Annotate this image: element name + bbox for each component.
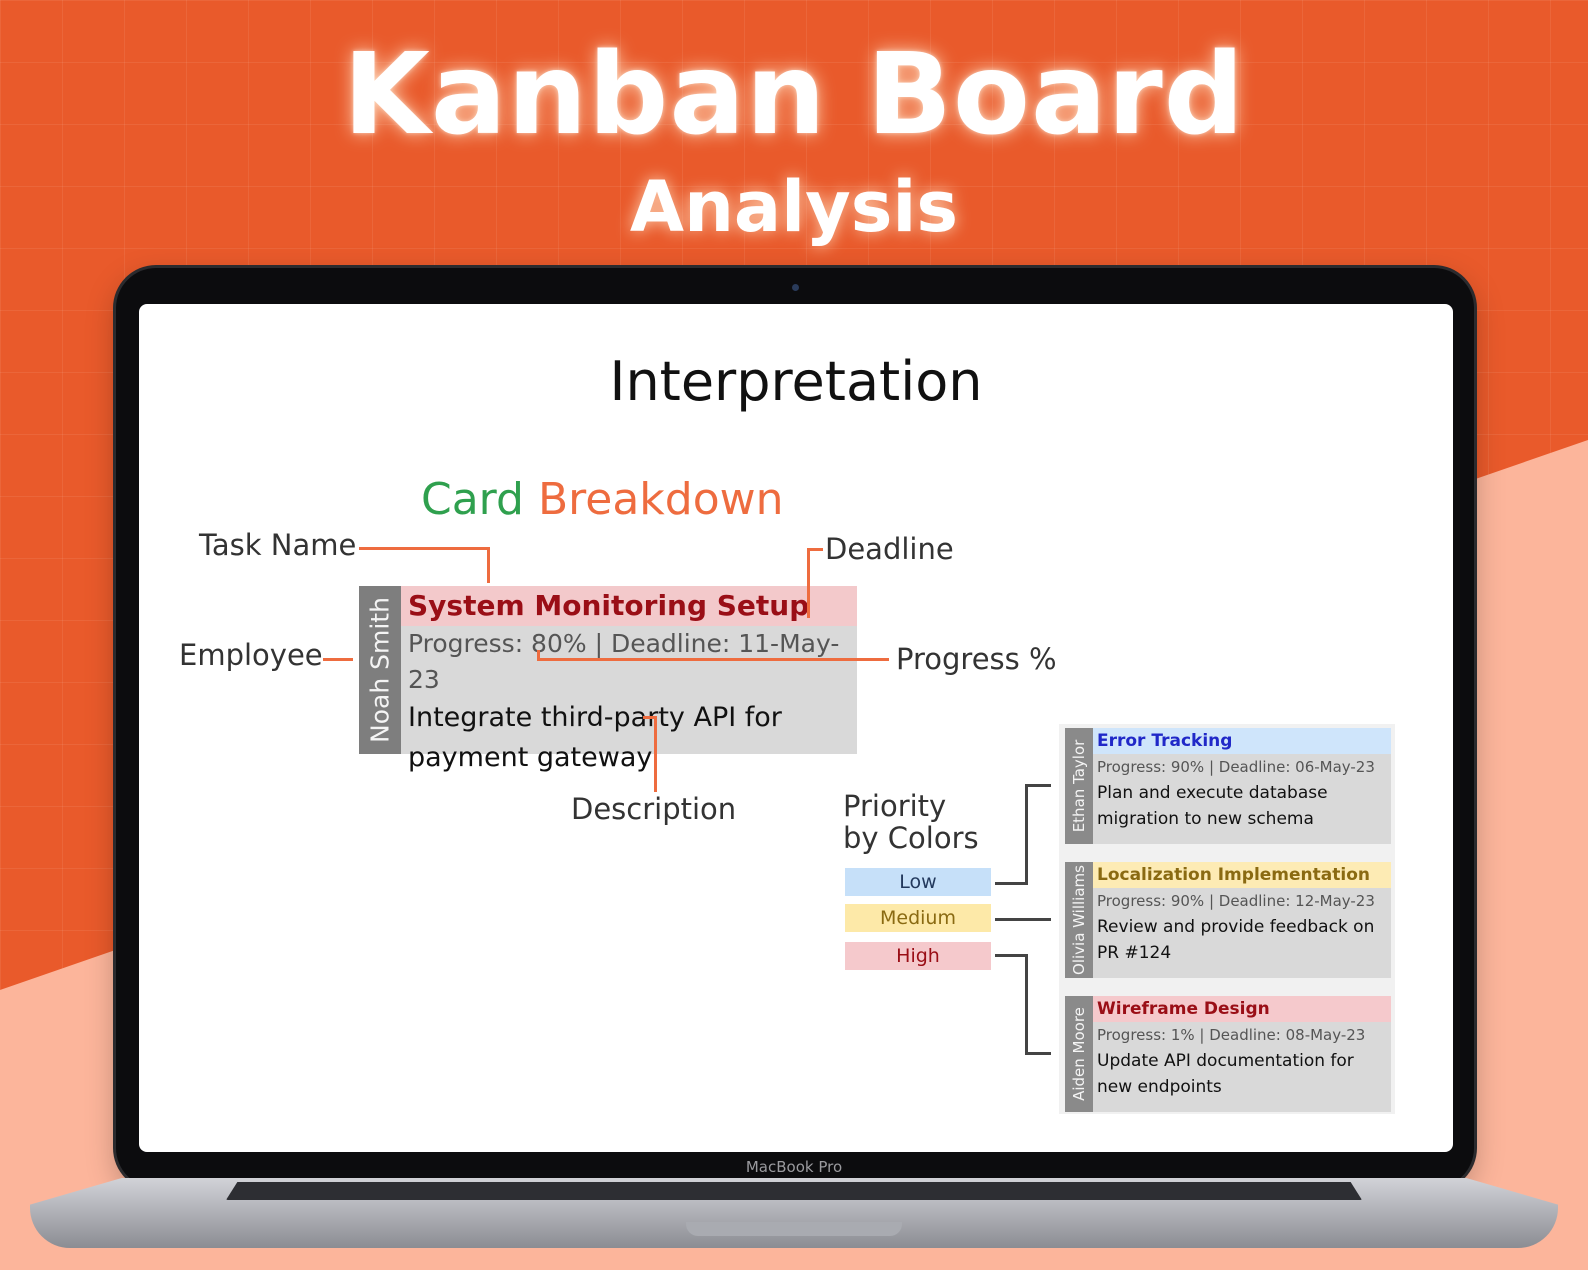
- priority-chip-high: High: [845, 942, 991, 970]
- card-employee-strip: Noah Smith: [359, 586, 401, 754]
- high-connector-drop: [1025, 954, 1028, 1054]
- sample-card-employee-strip: Aiden Moore: [1065, 996, 1093, 1112]
- hero-title: Kanban Board: [343, 30, 1245, 160]
- high-connector: [995, 954, 1027, 957]
- low-connector-rise: [1025, 784, 1028, 885]
- sample-card-description: Update API documentation for new endpoin…: [1097, 1051, 1354, 1097]
- hero-subtitle: Analysis: [629, 166, 959, 248]
- task-name-connector: [359, 547, 489, 550]
- sample-card-employee-strip: Olivia Williams: [1065, 862, 1093, 978]
- breakdown-title: Card Breakdown: [421, 474, 783, 525]
- sample-card-task: Wireframe Design: [1093, 996, 1391, 1022]
- sample-card-employee: Ethan Taylor: [1070, 739, 1088, 833]
- priority-title-line1: Priority: [843, 789, 947, 823]
- sample-card-low: Ethan Taylor Error Tracking Progress: 90…: [1065, 728, 1391, 844]
- card-task-name: System Monitoring Setup: [401, 586, 857, 626]
- callout-deadline: Deadline: [825, 532, 954, 566]
- low-connector: [995, 882, 1027, 885]
- progress-connector: [537, 658, 889, 661]
- callout-task-name: Task Name: [199, 528, 357, 562]
- high-connector-bottom: [1025, 1052, 1051, 1055]
- callout-employee: Employee: [179, 638, 323, 672]
- priority-title-line2: by Colors: [843, 821, 979, 855]
- sample-card-description: Review and provide feedback on PR #124: [1097, 917, 1375, 963]
- breakdown-title-breakdown: Breakdown: [537, 474, 784, 525]
- laptop-screen: Interpretation Card Breakdown Task Name …: [139, 304, 1453, 1152]
- deadline-connector: [807, 548, 823, 551]
- laptop-keyboard-edge: [226, 1182, 1362, 1200]
- priority-legend-title: Priority by Colors: [843, 790, 979, 854]
- priority-chip-medium: Medium: [845, 904, 991, 932]
- callout-description: Description: [571, 792, 737, 826]
- sample-card-high: Aiden Moore Wireframe Design Progress: 1…: [1065, 996, 1391, 1112]
- deadline-connector-drop: [807, 548, 810, 618]
- camera-dot: [792, 284, 799, 291]
- sample-card-employee: Olivia Williams: [1070, 865, 1088, 975]
- sample-card-medium: Olivia Williams Localization Implementat…: [1065, 862, 1391, 978]
- callout-progress: Progress %: [896, 642, 1057, 676]
- employee-connector: [323, 658, 353, 661]
- sample-card-progress: Progress: 90% | Deadline: 12-May-23: [1097, 892, 1375, 910]
- sample-card-progress: Progress: 1% | Deadline: 08-May-23: [1097, 1026, 1366, 1044]
- card-progress-deadline: Progress: 80% | Deadline: 11-May-23: [408, 629, 840, 694]
- description-connector: [643, 716, 657, 719]
- low-connector-top: [1025, 784, 1051, 787]
- sample-card-task: Localization Implementation: [1093, 862, 1391, 888]
- sample-card-description: Plan and execute database migration to n…: [1097, 783, 1328, 829]
- slide-title: Interpretation: [609, 350, 983, 413]
- medium-connector: [995, 918, 1051, 921]
- laptop-open-notch: [686, 1222, 902, 1236]
- sample-card-employee-strip: Ethan Taylor: [1065, 728, 1093, 844]
- card-description: Integrate third-party API for payment ga…: [408, 702, 782, 773]
- sample-card-task: Error Tracking: [1093, 728, 1391, 754]
- sample-card-employee: Aiden Moore: [1070, 1007, 1088, 1101]
- sample-card-progress: Progress: 90% | Deadline: 06-May-23: [1097, 758, 1375, 776]
- card-employee-name: Noah Smith: [365, 597, 395, 743]
- example-kanban-card: Noah Smith System Monitoring Setup Progr…: [359, 586, 857, 773]
- task-name-connector-drop: [487, 547, 490, 583]
- breakdown-title-card: Card: [421, 474, 524, 525]
- description-connector-drop: [654, 716, 657, 792]
- priority-chip-low: Low: [845, 868, 991, 896]
- laptop-model-label: MacBook Pro: [745, 1158, 843, 1176]
- progress-connector-rise: [537, 650, 540, 660]
